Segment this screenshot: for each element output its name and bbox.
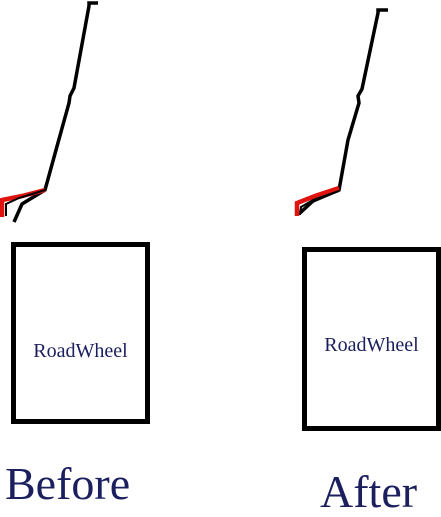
after-arm-red-tip <box>294 185 340 216</box>
after-arm-tip-outline <box>299 190 340 216</box>
before-caption: Before <box>5 458 131 509</box>
after-road-wheel-label: RoadWheel <box>324 334 419 356</box>
before-arm-line <box>12 1 98 223</box>
before-road-wheel: RoadWheel <box>11 242 150 424</box>
after-arm-line <box>298 8 388 215</box>
before-road-wheel-label: RoadWheel <box>33 340 128 362</box>
after-arm <box>294 8 388 216</box>
after-road-wheel: RoadWheel <box>302 247 441 431</box>
before-arm-tip-outline <box>5 189 46 216</box>
after-caption: After <box>320 466 418 517</box>
before-arm <box>0 1 98 223</box>
